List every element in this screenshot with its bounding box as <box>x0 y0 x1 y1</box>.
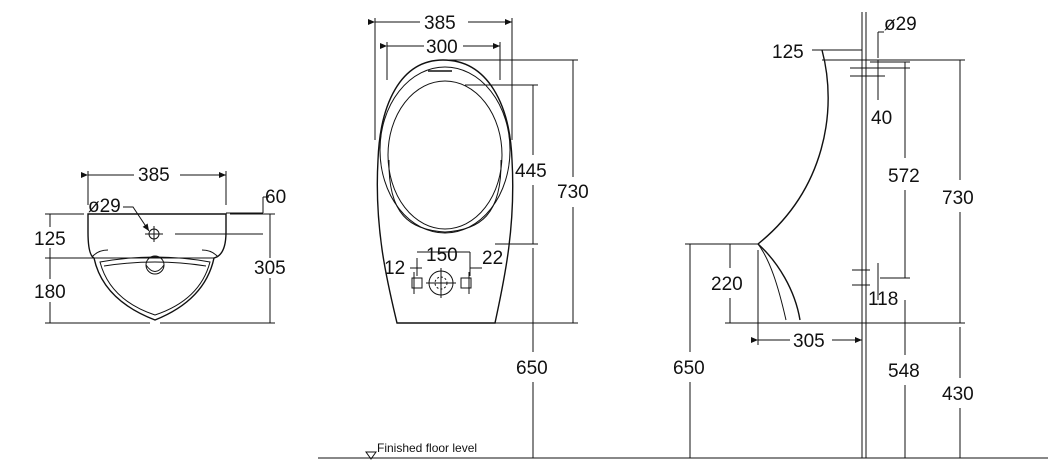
top-view-depth-label: 305 <box>254 258 286 279</box>
front-view-width-label: 385 <box>424 13 456 34</box>
front-view-left-offset-label: 12 <box>384 258 405 279</box>
floor-line <box>318 451 1048 460</box>
side-view-inlet-diameter-label: ø29 <box>884 14 917 35</box>
front-view-bowl-height-label: 445 <box>515 161 547 182</box>
side-view <box>685 12 965 458</box>
top-view-body <box>87 213 227 321</box>
front-view <box>368 18 578 458</box>
side-view-outlet-offset-label: 118 <box>868 289 898 310</box>
top-view-lower-depth-label: 180 <box>34 282 66 303</box>
side-view-body <box>756 49 829 321</box>
top-view-offset-label: 60 <box>265 187 286 208</box>
side-view-height-label: 730 <box>942 188 974 209</box>
front-view-rim <box>379 66 511 234</box>
side-view-depth-label: 305 <box>793 331 825 352</box>
top-view <box>45 171 275 324</box>
front-view-inner-width-label: 300 <box>426 37 458 58</box>
top-view-inlet-diameter-label: ø29 <box>88 196 121 217</box>
front-view-right-offset-label: 22 <box>482 248 503 269</box>
front-view-outlet <box>411 268 472 298</box>
side-view-top-depth-label: 125 <box>772 42 804 63</box>
front-view-height-label: 730 <box>557 182 589 203</box>
side-view-mount-height-label: 650 <box>673 358 705 379</box>
top-view-upper-depth-label: 125 <box>34 229 66 250</box>
side-view-bottom-height-label: 430 <box>942 384 974 405</box>
side-view-outlet-floor-label: 548 <box>888 361 920 382</box>
side-view-outlet-height-label: 572 <box>888 166 920 187</box>
front-view-body <box>376 59 514 324</box>
top-view-bowl <box>99 256 211 316</box>
front-view-hole-spacing-label: 150 <box>426 245 458 266</box>
front-view-mount-height-label: 650 <box>516 358 548 379</box>
side-view-lip-height-label: 220 <box>711 274 743 295</box>
floor-label: Finished floor level <box>377 441 477 455</box>
top-view-width-label: 385 <box>138 165 170 186</box>
side-view-inlet-offset-label: 40 <box>871 108 892 129</box>
